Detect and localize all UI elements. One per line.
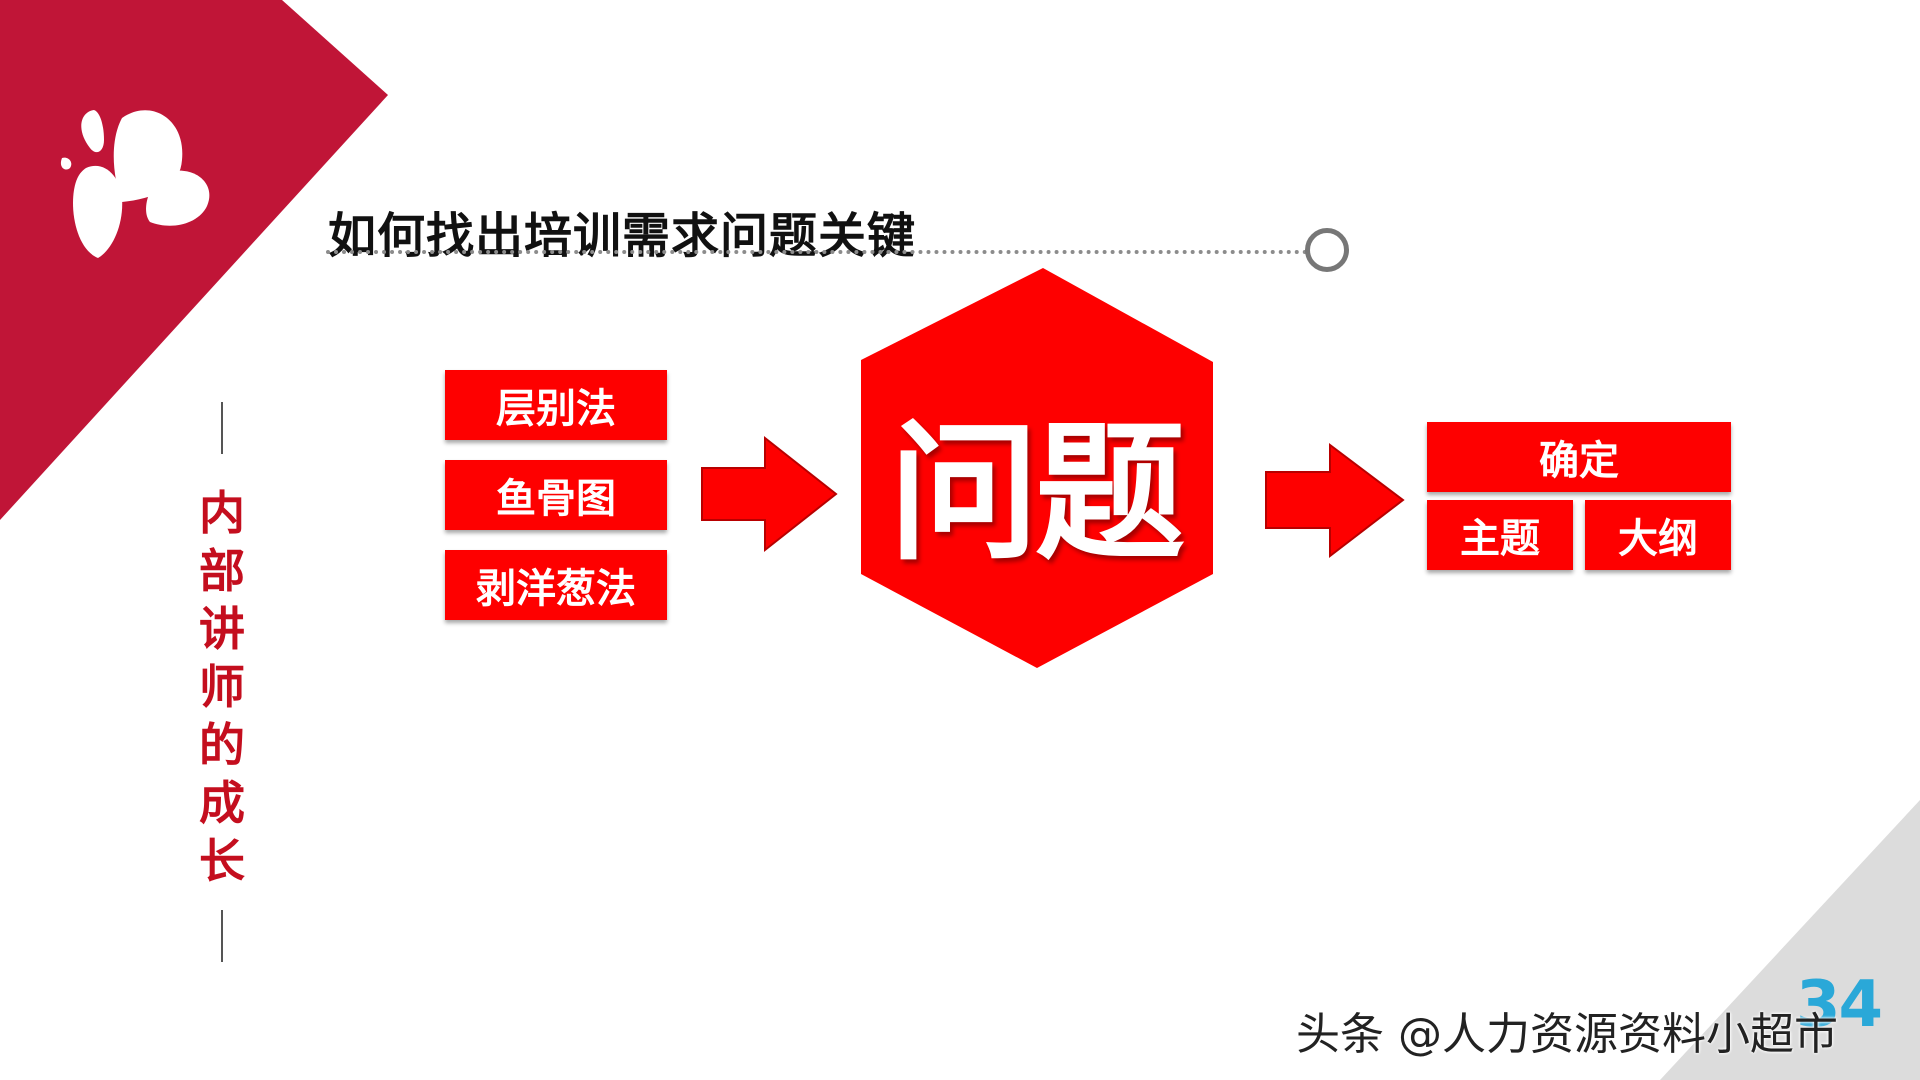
outcome-outline: 大纲 xyxy=(1585,500,1731,570)
title-ring-decoration xyxy=(1305,228,1349,272)
side-label-char: 部 xyxy=(199,544,245,598)
outcome-topic: 主题 xyxy=(1427,500,1573,570)
outcome-determine: 确定 xyxy=(1427,422,1731,492)
problem-label: 问题 xyxy=(888,406,1185,581)
side-label-char: 内 xyxy=(199,486,245,540)
side-label-char: 讲 xyxy=(199,602,245,656)
side-label-top-line xyxy=(221,402,223,454)
side-label-char: 的 xyxy=(199,718,245,772)
side-label-bottom-line xyxy=(221,910,223,962)
butterfly-icon xyxy=(60,110,210,258)
side-label-char: 长 xyxy=(199,834,245,888)
page-title: 如何找出培训需求问题关键 xyxy=(328,208,917,264)
method-box-onion-peeling: 剥洋葱法 xyxy=(445,550,667,620)
left-arrow xyxy=(701,435,838,553)
side-label-char: 师 xyxy=(199,660,245,714)
top-left-corner-decoration xyxy=(0,0,388,520)
watermark: 头条 @人力资源资料小超市 xyxy=(1296,1009,1838,1060)
method-box-fishbone: 鱼骨图 xyxy=(445,460,667,530)
problem-hexagon xyxy=(861,268,1213,668)
side-label: 内 部 讲 师 的 成 长 xyxy=(190,484,254,890)
right-arrow xyxy=(1265,442,1405,559)
method-box-layering: 层别法 xyxy=(445,370,667,440)
side-label-char: 成 xyxy=(199,776,245,830)
page-number: 34 xyxy=(1796,968,1883,1042)
title-dotted-line xyxy=(326,250,1316,254)
